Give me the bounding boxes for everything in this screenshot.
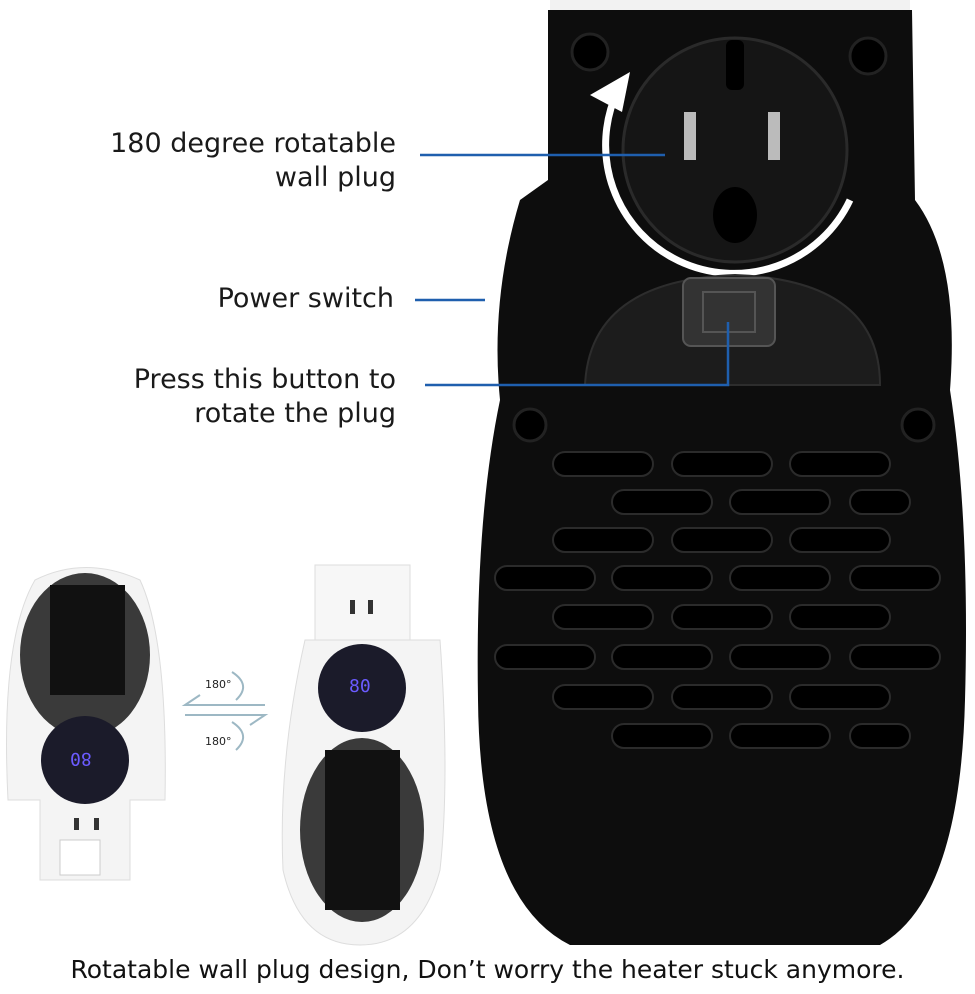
callout-rotatable-plug: 180 degree rotatable wall plug	[60, 127, 396, 195]
display-reading-left: 80	[70, 748, 92, 769]
plug-prong-icon	[768, 112, 780, 160]
callout-text: wall plug	[274, 162, 396, 193]
plug-prong-icon	[684, 112, 696, 160]
caption: Rotatable wall plug design, Don’t worry …	[70, 955, 905, 984]
rotatable-plug-disk	[621, 36, 849, 264]
callout-text: rotate the plug	[194, 398, 396, 429]
heater-back-view	[477, 0, 966, 945]
swap-arrows-icon	[181, 671, 269, 751]
rotation-label-bottom: 180°	[205, 735, 232, 748]
heater-front-view-rotated	[6, 567, 166, 881]
callout-text: 180 degree rotatable	[110, 128, 396, 159]
rotation-label-top: 180°	[205, 678, 232, 691]
callout-power-switch: Power switch	[217, 283, 394, 314]
rotate-arrow-icon	[602, 88, 854, 277]
heater-front-view	[281, 564, 446, 946]
display-reading-right: 80	[349, 676, 371, 697]
vent-grille	[494, 451, 941, 749]
callout-lines	[415, 153, 730, 387]
callout-rotate-button: Press this button to rotate the plug	[60, 363, 396, 431]
callout-text: Press this button to	[133, 364, 396, 395]
